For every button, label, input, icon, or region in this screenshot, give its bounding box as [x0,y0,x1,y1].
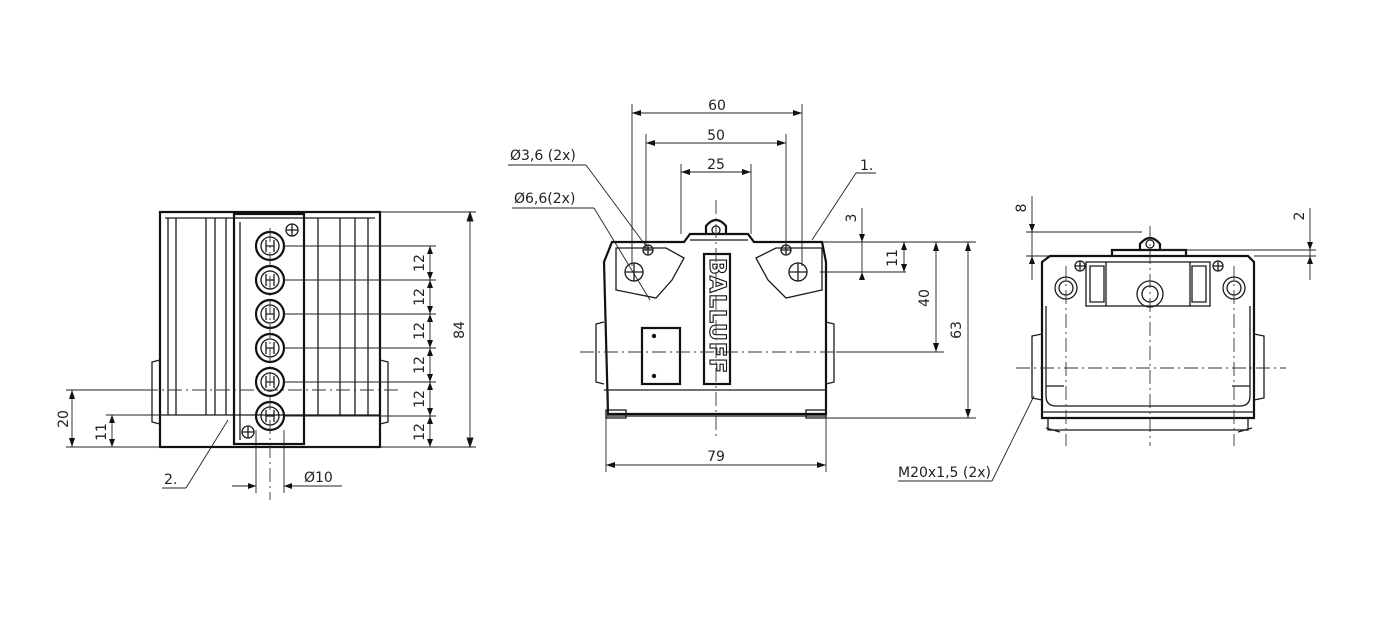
brand-plate [702,252,732,386]
left-pitch-3: 12 [412,322,428,340]
front-view: BALLUFF 60 50 25 Ø3,6 (2x) Ø6,6(2x) [508,98,976,472]
dim-40: 40 [917,289,933,307]
side-front-plate [232,212,306,446]
hole-36-label: Ø3,6 (2x) [510,148,576,164]
left-pitch-1: 12 [412,254,428,272]
left-dia-10: Ø10 [304,470,333,486]
left-pitch-2: 12 [412,288,428,306]
dim-11: 11 [885,249,901,267]
thread-label: M20x1,5 (2x) [898,465,991,481]
left-height-84: 84 [452,321,468,339]
dim-25: 25 [707,157,725,173]
dim-3: 3 [844,214,860,223]
left-pitch-6: 12 [412,423,428,441]
dim-60: 60 [708,98,726,114]
callout-1: 1. [860,158,873,174]
dim-50: 50 [707,128,725,144]
back-view: 8 2 M20x1,5 (2x) [898,196,1316,482]
label-window [640,326,682,386]
left-pitch-4: 12 [412,356,428,374]
dim-63: 63 [949,321,965,339]
left-height-11: 11 [94,423,110,441]
left-height-20: 20 [56,410,72,428]
dim-2: 2 [1292,212,1308,221]
dim-79: 79 [707,449,725,465]
hole-66-label: Ø6,6(2x) [514,191,575,207]
left-pitch-5: 12 [412,390,428,408]
dim-8: 8 [1014,204,1030,213]
callout-2: 2. [164,472,177,488]
brand-label: BALLUFF [704,258,729,374]
side-view: 12 12 12 12 12 12 84 20 11 Ø10 2. [56,210,476,500]
back-body-outline [1040,254,1256,420]
